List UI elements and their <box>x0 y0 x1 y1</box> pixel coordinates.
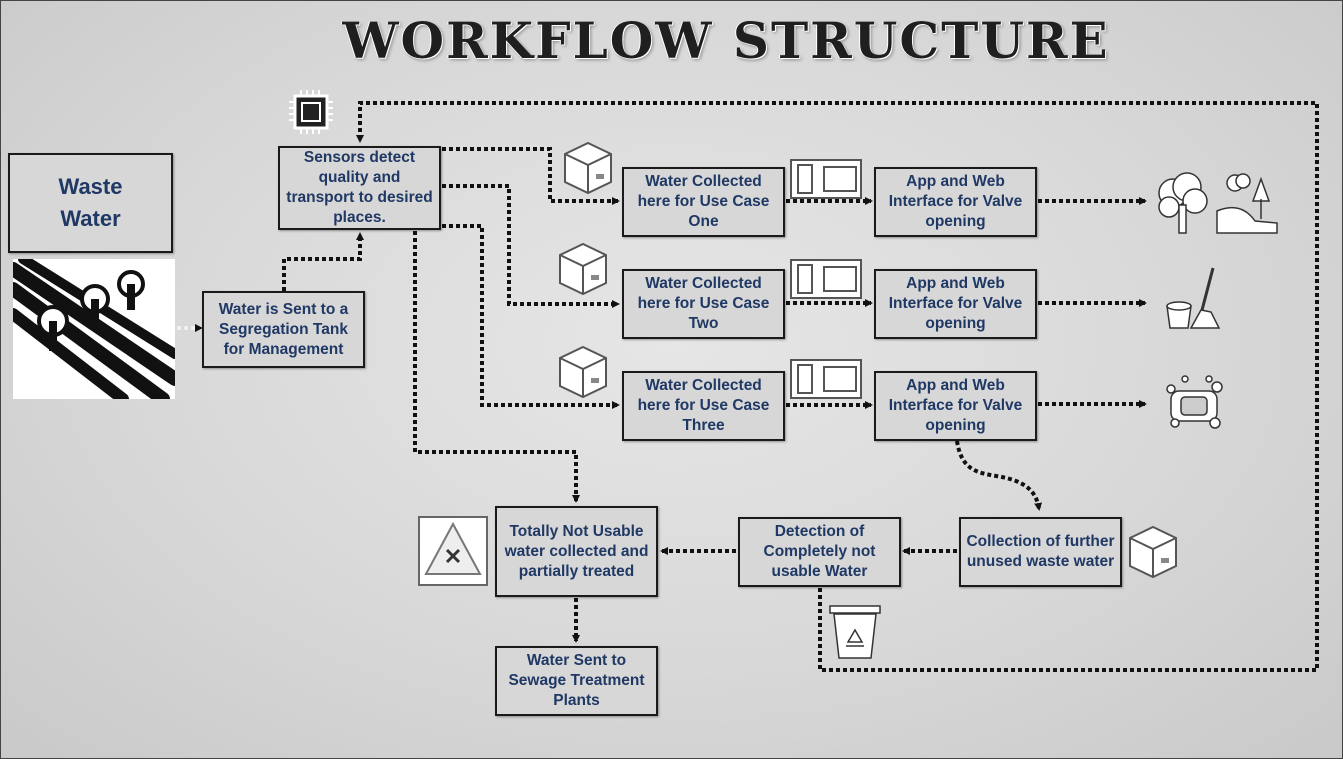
case-one-label: Water Collected here for Use Case One <box>637 173 770 230</box>
case-one-box: Water Collected here for Use Case One <box>622 167 785 237</box>
link-app-three-collection <box>955 440 1043 511</box>
box-icon <box>557 344 609 405</box>
box-icon <box>562 140 614 201</box>
tree-icon <box>1151 171 1281 241</box>
waste-water-label: Waste Water <box>58 174 123 231</box>
valve-icon <box>790 159 862 204</box>
link-feedback-loop <box>356 101 1319 672</box>
app-three-box: App and Web Interface for Valve opening <box>874 371 1037 441</box>
pipes-image <box>6 254 182 406</box>
page-title: WORKFLOW STRUCTURE <box>342 11 1110 70</box>
link-sensors-not-usable <box>413 231 580 503</box>
link-sensors-case-one <box>442 147 620 205</box>
app-three-label: App and Web Interface for Valve opening <box>888 377 1023 434</box>
warning-icon <box>418 516 488 591</box>
segregation-box: Water is Sent to a Segregation Tank for … <box>202 291 365 368</box>
app-two-label: App and Web Interface for Valve opening <box>888 275 1023 332</box>
box-icon <box>557 241 609 302</box>
sensors-box: Sensors detect quality and transport to … <box>278 146 441 230</box>
box-icon <box>1127 524 1179 585</box>
case-two-label: Water Collected here for Use Case Two <box>637 275 770 332</box>
not-usable-label: Totally Not Usable water collected and p… <box>504 522 649 580</box>
case-three-box: Water Collected here for Use Case Three <box>622 371 785 441</box>
cleaning-icon <box>1161 266 1226 336</box>
waste-water-box: Waste Water <box>8 153 173 253</box>
collection-label: Collection of further unused waste water <box>966 533 1115 570</box>
collection-box: Collection of further unused waste water <box>959 517 1122 587</box>
link-segregation-sensors <box>282 232 364 291</box>
recycle-bin-icon <box>826 604 884 665</box>
sensors-label: Sensors detect quality and transport to … <box>286 149 433 226</box>
app-two-box: App and Web Interface for Valve opening <box>874 269 1037 339</box>
case-three-label: Water Collected here for Use Case Three <box>637 377 770 434</box>
sewage-box: Water Sent to Sewage Treatment Plants <box>495 646 658 716</box>
chip-icon <box>285 86 337 143</box>
washing-icon <box>1163 375 1225 436</box>
app-one-label: App and Web Interface for Valve opening <box>888 173 1023 230</box>
app-one-box: App and Web Interface for Valve opening <box>874 167 1037 237</box>
case-two-box: Water Collected here for Use Case Two <box>622 269 785 339</box>
valve-icon <box>790 259 862 304</box>
link-sensors-case-two <box>442 184 620 308</box>
detection-box: Detection of Completely not usable Water <box>738 517 901 587</box>
not-usable-box: Totally Not Usable water collected and p… <box>495 506 658 597</box>
link-sensors-case-three <box>442 224 620 409</box>
segregation-label: Water is Sent to a Segregation Tank for … <box>218 300 349 358</box>
sewage-label: Water Sent to Sewage Treatment Plants <box>508 652 645 709</box>
valve-icon <box>790 359 862 404</box>
detection-label: Detection of Completely not usable Water <box>763 523 876 580</box>
